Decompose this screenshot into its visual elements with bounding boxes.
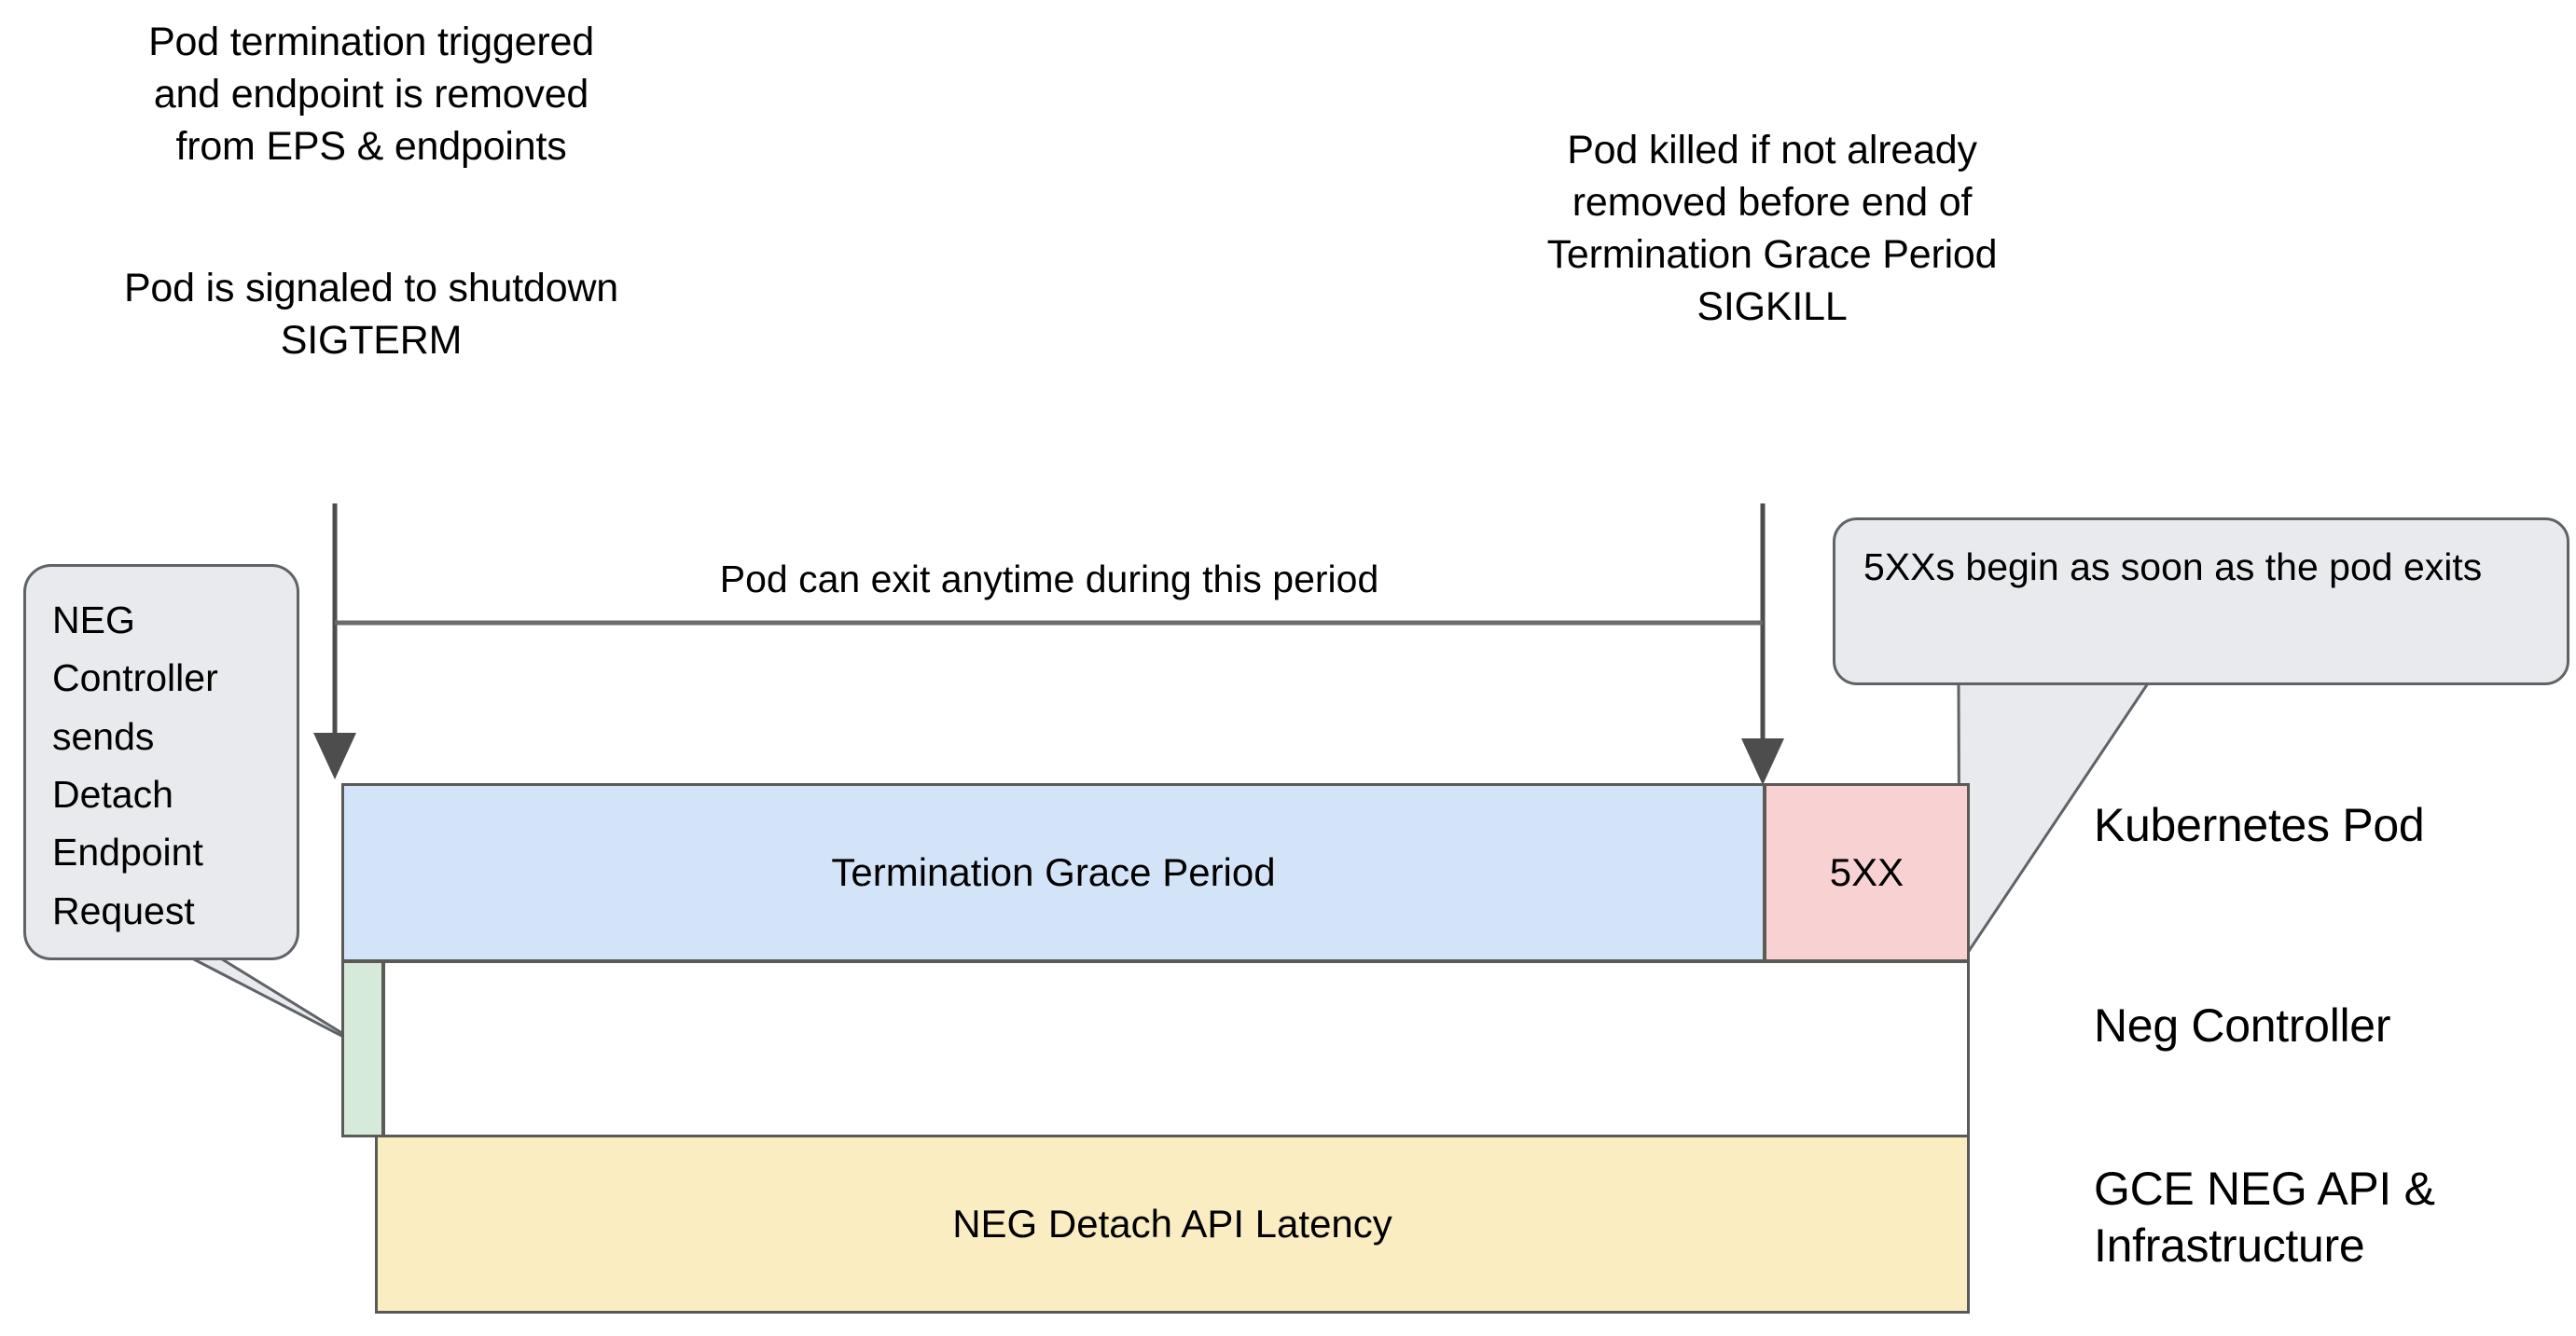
neg-controller-callout: NEG Controller sends Detach Endpoint Req… [23, 564, 299, 960]
fivexx-callout: 5XXs begin as soon as the pod exits [1833, 517, 2569, 685]
bar-termination-grace-period: Termination Grace Period [341, 783, 1766, 962]
bar-neg-controller-row [382, 960, 1970, 1137]
annotation-pod-termination: Pod termination triggered and endpoint i… [148, 20, 594, 169]
lane-label-neg-controller: Neg Controller [2094, 999, 2391, 1052]
lane-label-gce-neg-api: GCE NEG API & Infrastructure [2094, 1163, 2435, 1272]
start-marker-arrow [313, 503, 356, 779]
bar-neg-detach-api-latency: NEG Detach API Latency [375, 1135, 1970, 1314]
annotation-pod-killed-sigkill: Pod killed if not already removed before… [1546, 128, 1998, 329]
annotation-pod-sigterm: Pod is signaled to shutdown SIGTERM [123, 266, 619, 363]
exit-window-span-label: Pod can exit anytime during this period [719, 558, 1379, 600]
lane-label-kubernetes-pod: Kubernetes Pod [2094, 799, 2425, 851]
bar-neg-detach-send [341, 960, 384, 1137]
bar-5xx: 5XX [1764, 783, 1970, 962]
end-marker-arrow [1741, 503, 1784, 785]
